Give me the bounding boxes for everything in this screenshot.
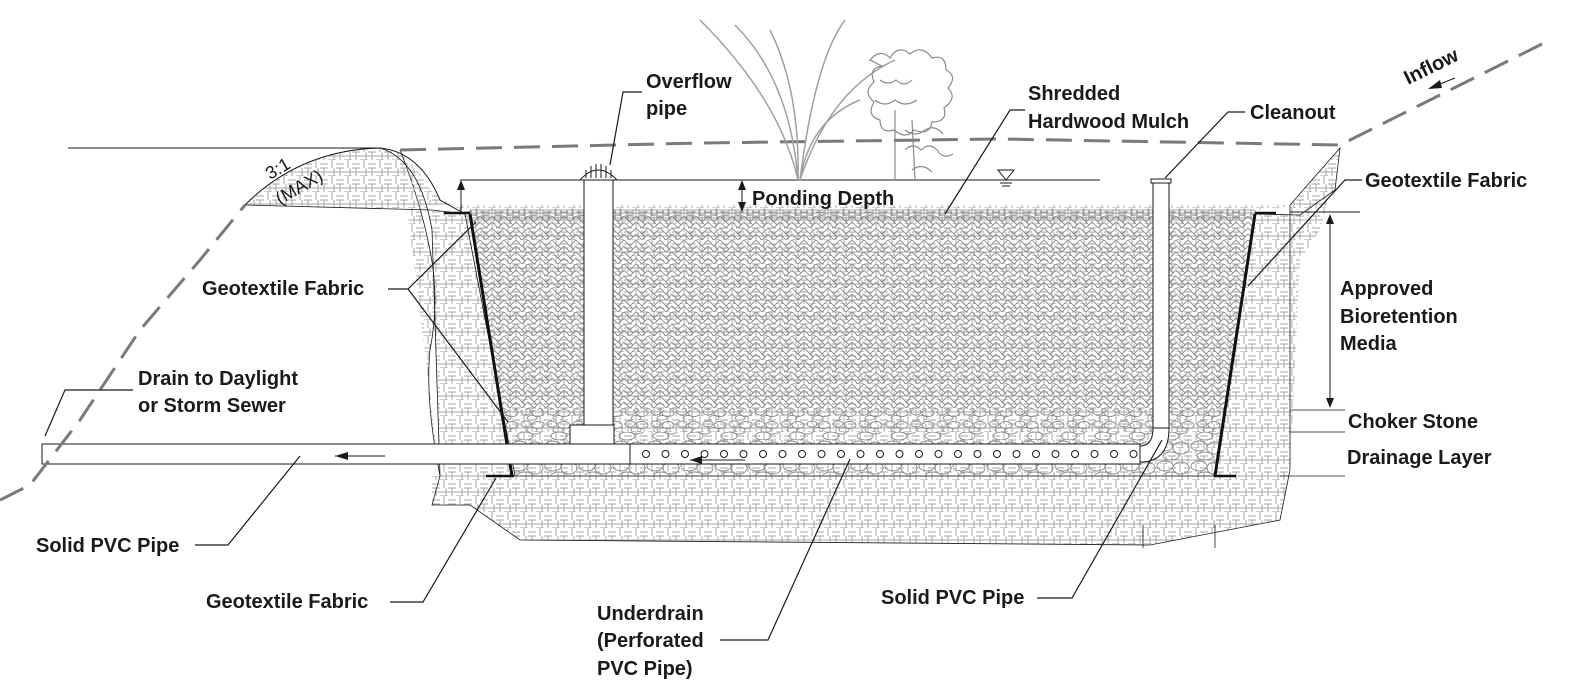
label-underdrain-2: (Perforated <box>597 630 704 652</box>
perforation-hole <box>934 450 943 458</box>
label-underdrain-1: Underdrain <box>597 603 704 625</box>
label-drain-1: Drain to Daylight <box>138 368 298 390</box>
water-level-symbol <box>996 169 1016 187</box>
perforation-hole <box>661 450 670 458</box>
geotextile-left-line <box>468 213 514 477</box>
plant-shrub <box>867 49 954 181</box>
perforation-hole <box>1071 450 1079 458</box>
media-dimension-arrow <box>1290 211 1360 406</box>
perforation-hole <box>973 450 982 458</box>
bioretention-media <box>470 214 1255 410</box>
perforation-hole <box>837 450 845 458</box>
perforation-hole <box>993 450 1001 458</box>
choker-stone-layer <box>500 410 1228 432</box>
perforation-hole <box>778 450 787 458</box>
perforation-hole <box>895 450 904 458</box>
label-approved-1: Approved <box>1340 278 1433 300</box>
perforation-hole <box>1012 450 1021 458</box>
label-shredded-1: Shredded <box>1028 83 1120 105</box>
perforated-underdrain <box>629 443 1141 465</box>
leader-lines <box>44 91 1362 641</box>
label-solid-pvc-left: Solid PVC Pipe <box>36 535 179 557</box>
label-overflow-pipe-2: pipe <box>646 98 687 120</box>
perforation-hole <box>856 450 865 458</box>
label-inflow: Inflow <box>1401 44 1463 89</box>
plant-grass <box>699 19 896 181</box>
cleanout-pipe <box>1152 179 1170 429</box>
label-underdrain-3: PVC Pipe) <box>597 658 693 680</box>
underdrain-perforations <box>642 450 1138 458</box>
perforation-hole <box>798 450 806 458</box>
label-shredded-2: Hardwood Mulch <box>1028 111 1189 133</box>
label-approved-3: Media <box>1340 333 1398 355</box>
label-cleanout: Cleanout <box>1250 102 1336 124</box>
perforation-hole <box>1110 450 1118 458</box>
perforation-hole <box>1032 450 1040 458</box>
label-overflow-pipe-1: Overflow <box>646 71 732 93</box>
perforation-hole <box>1051 450 1060 458</box>
label-solid-pvc-right: Solid PVC Pipe <box>881 587 1024 609</box>
perforation-hole <box>681 450 689 458</box>
perforation-hole <box>817 450 826 458</box>
label-geotextile-bottom: Geotextile Fabric <box>206 591 368 613</box>
label-approved-2: Bioretention <box>1340 306 1458 328</box>
perforation-hole <box>915 450 923 458</box>
label-drain-2: or Storm Sewer <box>138 395 286 417</box>
overflow-pipe <box>583 179 614 426</box>
perforation-hole <box>642 450 650 458</box>
label-drainage-layer: Drainage Layer <box>1347 447 1492 469</box>
finished-grade-line <box>0 38 1551 502</box>
perforation-hole <box>700 450 709 458</box>
geotextile-right-line <box>1213 213 1257 477</box>
left-embankment <box>244 146 1341 546</box>
label-ponding-depth: Ponding Depth <box>752 188 894 210</box>
label-geotextile-left: Geotextile Fabric <box>202 278 364 300</box>
perforation-hole <box>954 450 962 458</box>
perforation-hole <box>1090 450 1099 458</box>
perforation-hole <box>1129 450 1138 458</box>
perforation-hole <box>739 450 748 458</box>
solid-pvc-outlet-pipe <box>41 443 633 465</box>
perforation-hole <box>759 450 767 458</box>
perforation-hole <box>876 450 884 458</box>
label-choker-stone: Choker Stone <box>1348 411 1478 433</box>
label-geotextile-right: Geotextile Fabric <box>1365 170 1527 192</box>
perforation-hole <box>720 450 728 458</box>
